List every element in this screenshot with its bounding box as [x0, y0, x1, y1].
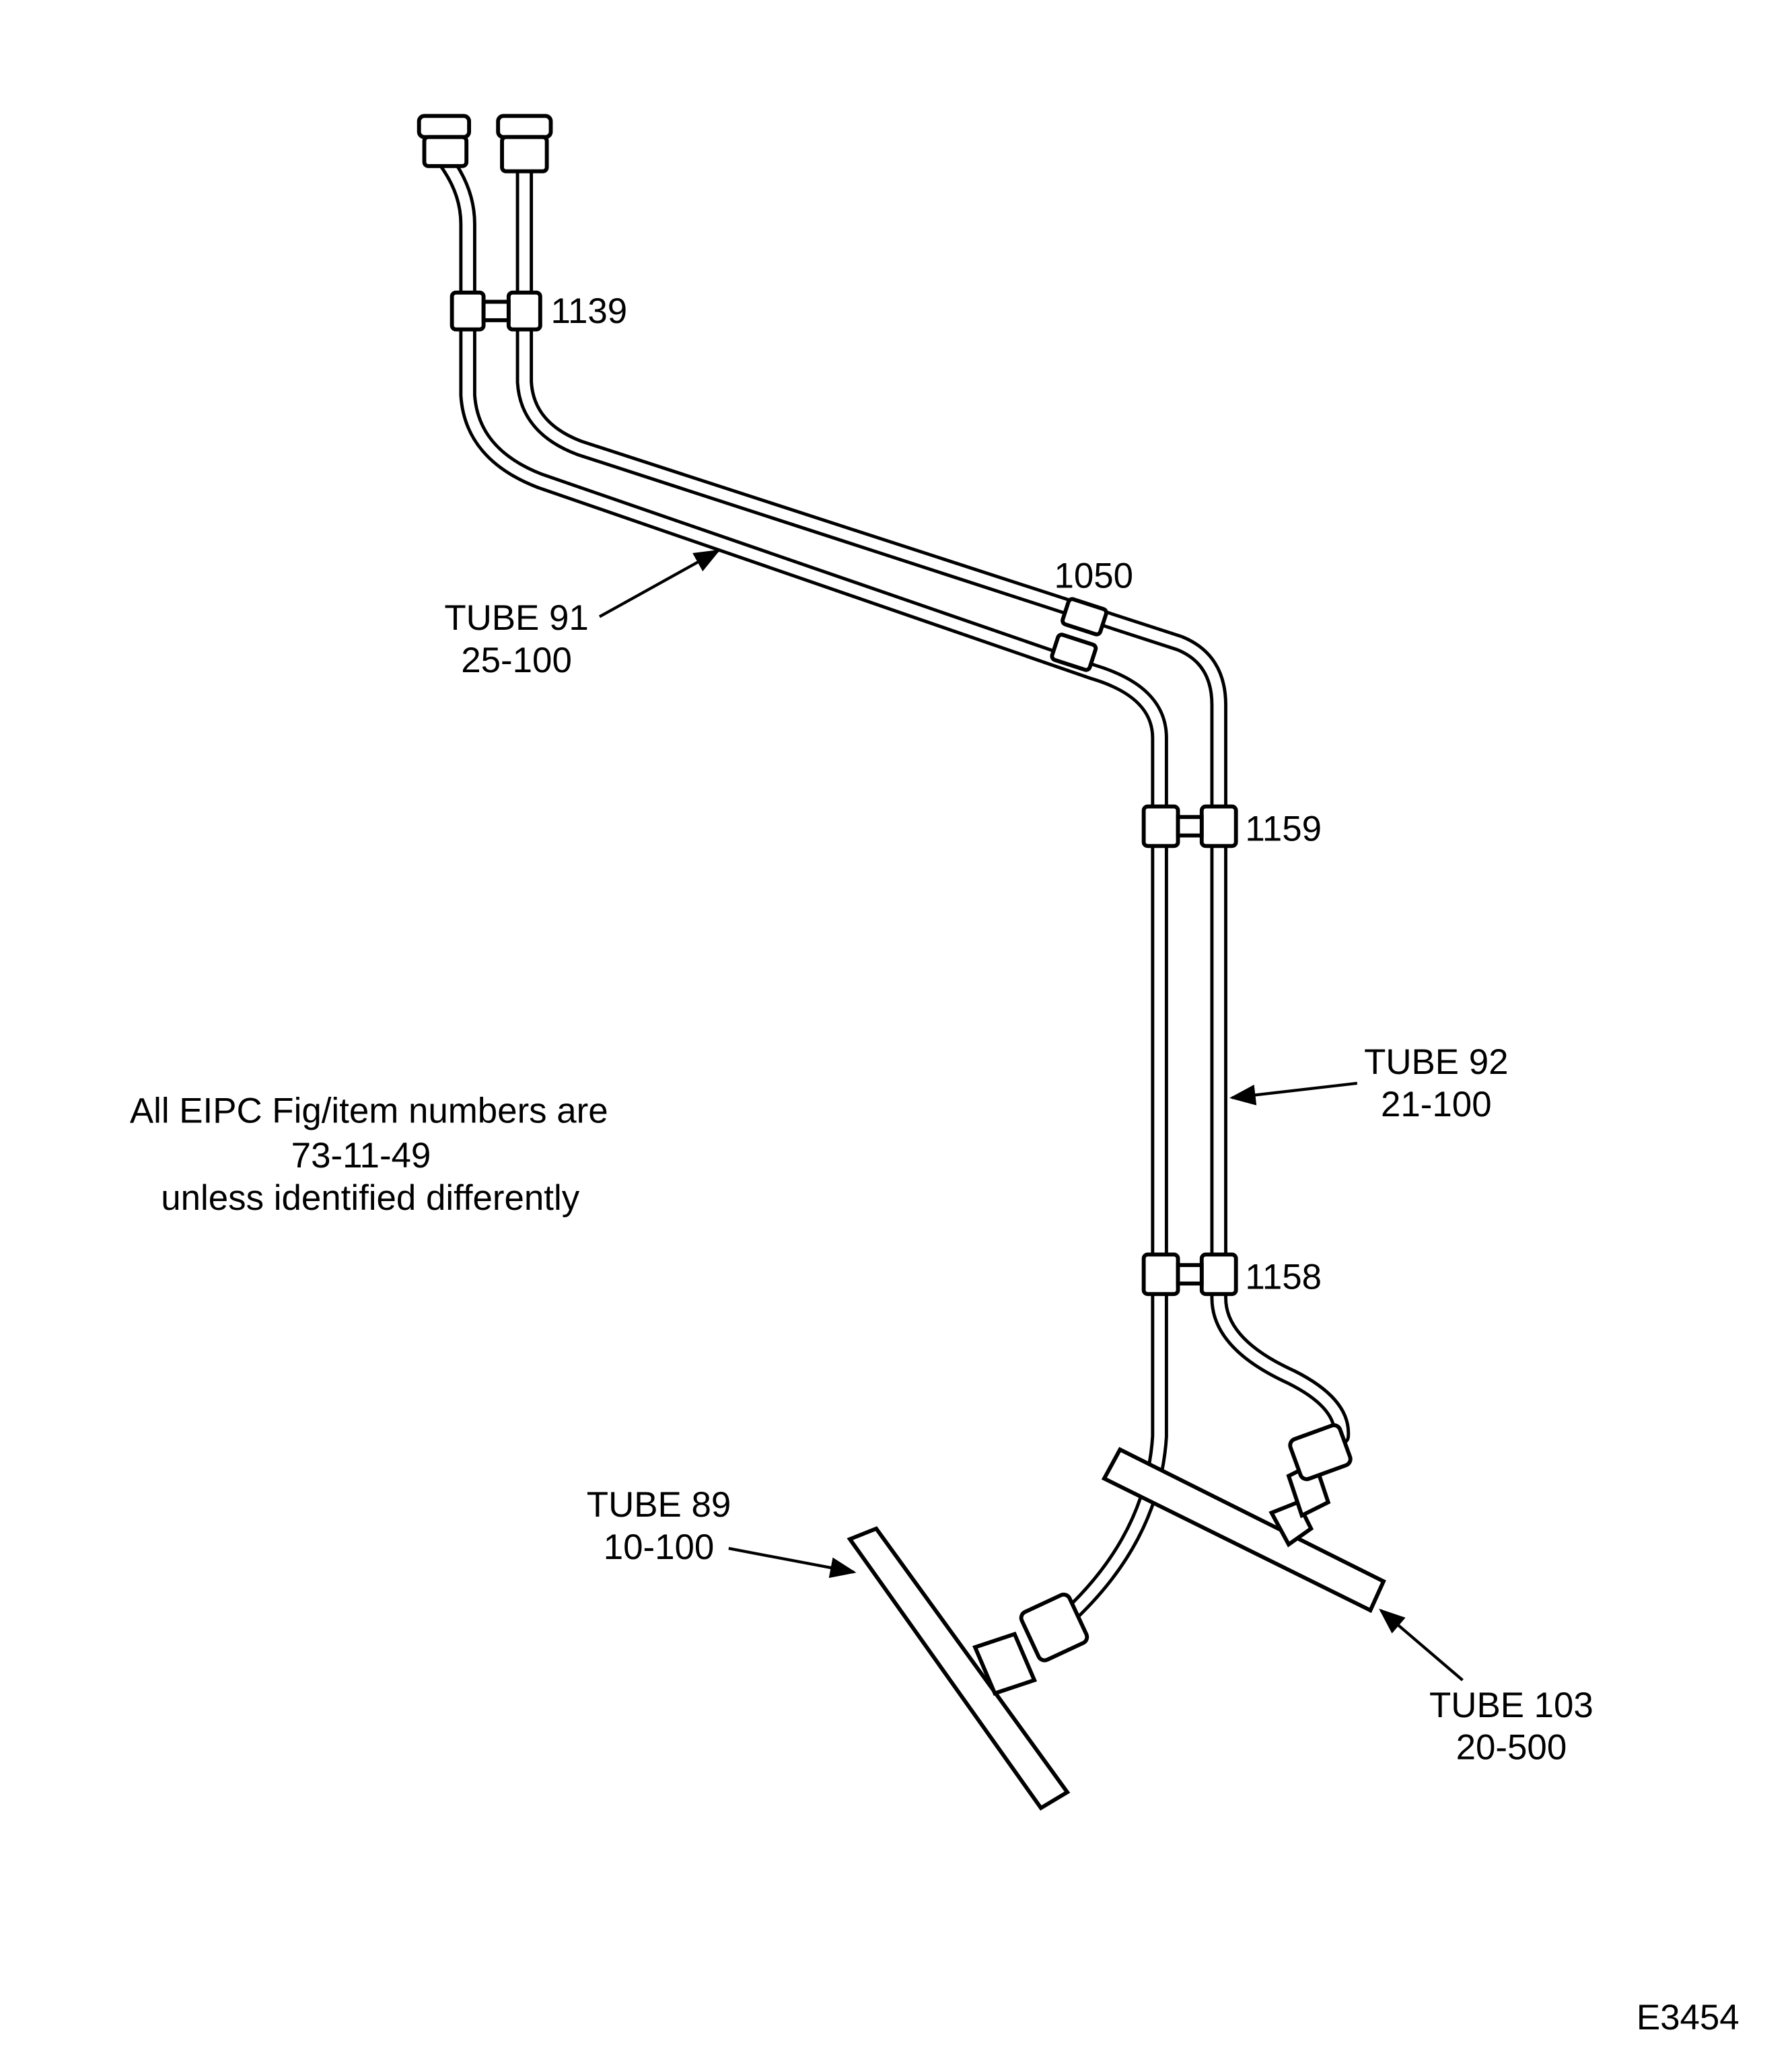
top-fitting-right — [496, 114, 553, 174]
tube-103-tee — [1101, 1423, 1386, 1614]
clamp-1050 — [1050, 597, 1108, 672]
label-tube-89: TUBE 89 — [587, 1485, 731, 1525]
label-tube-92-ref: 21-100 — [1381, 1085, 1492, 1124]
label-tube-91-ref: 25-100 — [461, 641, 572, 680]
callout-1159: 1159 — [1245, 809, 1322, 848]
leader-tube-92 — [1229, 1081, 1358, 1106]
clamp-1158 — [1141, 1252, 1238, 1297]
clamp-1159 — [1141, 804, 1238, 848]
label-tube-89-ref: 10-100 — [604, 1527, 715, 1567]
leader-tube-91 — [598, 549, 721, 618]
clamp-1139 — [450, 290, 542, 332]
callout-1158: 1158 — [1245, 1257, 1322, 1297]
callout-1139: 1139 — [550, 291, 627, 331]
leader-tube-89 — [728, 1547, 857, 1579]
label-tube-103-ref: 20-500 — [1456, 1728, 1567, 1768]
label-tube-92: TUBE 92 — [1364, 1042, 1508, 1082]
tube-89-tee — [847, 1526, 1089, 1811]
label-tube-103: TUBE 103 — [1429, 1686, 1593, 1725]
top-fitting-left — [417, 114, 472, 168]
tube-92-line — [515, 162, 1351, 1445]
figure-id: E3454 — [1637, 1998, 1740, 2037]
label-tube-91: TUBE 91 — [444, 598, 588, 638]
tube-91-line — [437, 152, 1168, 1632]
note-line-2: 73-11-49 — [291, 1136, 431, 1176]
note-line-1: All EIPC Fig/item numbers are — [130, 1091, 608, 1131]
note-line-3: unless identified differently — [161, 1178, 579, 1218]
leader-tube-103 — [1379, 1608, 1464, 1682]
callout-1050: 1050 — [1054, 556, 1133, 595]
